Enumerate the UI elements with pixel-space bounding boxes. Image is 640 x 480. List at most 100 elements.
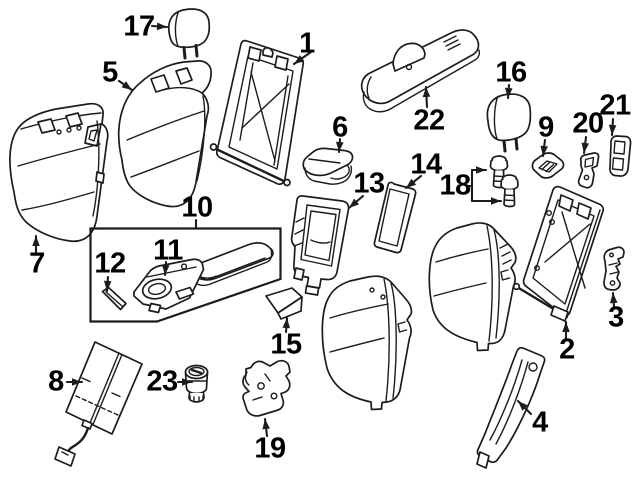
callout-label-23-lock-knob: 23 (146, 365, 178, 398)
part-1-seatback-frame-drawing (209, 39, 305, 187)
part-19-latch-bracket-drawing (242, 359, 291, 417)
part-1-seatback-frame-drawing-stroke-9 (212, 146, 290, 185)
part-right-seatback-cushion-drawing-stroke-4 (433, 282, 487, 297)
part-8-heater-element-drawing-stroke-2 (75, 395, 121, 417)
callout-label-10-armrest-kit-group: 10 (181, 191, 213, 224)
callout-label-11-cupholder-insert: 11 (153, 234, 183, 267)
part-mid-seatback-cushion-drawing (321, 275, 413, 411)
part-3-side-bracket-drawing-stroke-1 (609, 252, 615, 258)
part-mid-seatback-cushion-drawing-stroke-6 (380, 294, 386, 300)
part-23-lock-knob-drawing-stroke-3 (190, 368, 203, 375)
part-21-clip-bracket-drawing-stroke-1 (613, 140, 626, 155)
callout-label-22-center-armrest-body: 22 (413, 104, 445, 137)
callout-label-9-vented-trim-plate: 9 (538, 111, 554, 144)
part-17-headrest-left-drawing-stroke-1 (174, 10, 180, 48)
part-17-headrest-left-drawing-stroke-0 (167, 8, 211, 49)
part-4-side-bolster-trim-drawing (476, 346, 546, 469)
part-19-latch-bracket-drawing-stroke-1 (257, 382, 265, 390)
part-7-seatback-cushion-outer-drawing-stroke-5 (66, 127, 72, 133)
callout-label-2-seatback-frame-right: 2 (559, 333, 575, 366)
part-11-cupholder-drawing-stroke-1 (146, 266, 197, 278)
callout-label-3-side-bracket-right: 3 (608, 301, 624, 334)
part-14-armrest-bezel-frame-drawing-stroke-0 (373, 181, 417, 254)
part-6-small-pad-drawing-stroke-3 (308, 158, 341, 164)
part-3-side-bracket-drawing-stroke-2 (609, 280, 616, 286)
part-18-mounting-bolts-drawing-stroke-6 (503, 188, 516, 208)
part-4-side-bolster-trim-drawing-stroke-1 (489, 359, 523, 441)
part-6-small-pad-drawing-stroke-2 (330, 164, 350, 180)
group-box-10 (89, 227, 282, 323)
callout-arrowhead-11 (161, 264, 170, 275)
part-17-headrest-left-drawing (167, 8, 211, 60)
part-right-seatback-cushion-drawing-stroke-3 (435, 248, 489, 263)
part-7-seatback-cushion-outer-drawing-stroke-9 (17, 143, 101, 167)
part-11-cupholder-drawing-stroke-3 (147, 282, 167, 296)
part-4-side-bolster-trim-drawing-stroke-2 (495, 361, 529, 445)
part-7-seatback-cushion-outer-drawing-stroke-12 (95, 171, 105, 184)
part-mid-seatback-cushion-drawing-stroke-5 (369, 287, 375, 293)
callout-arrowhead-20 (581, 142, 590, 153)
part-23-lock-knob-drawing (184, 364, 209, 403)
callout-label-7-seatback-cushion-far-left: 7 (29, 247, 45, 280)
part-9-vented-trim-plate-drawing (531, 152, 565, 179)
part-22-center-armrest-body-drawing-stroke-3 (405, 63, 413, 71)
part-7-seatback-cushion-outer-drawing (9, 102, 109, 243)
part-5-seatback-cushion-drawing (117, 60, 212, 208)
part-18-mounting-bolts-drawing-stroke-7 (503, 194, 516, 202)
part-16-headrest-right-drawing (486, 93, 532, 153)
callout-arrowhead-21 (608, 124, 617, 135)
part-1-seatback-frame-drawing-stroke-4 (250, 71, 276, 162)
callout-arrowhead-4 (518, 401, 528, 411)
callout-arrowhead-13 (349, 198, 360, 208)
part-3-side-bracket-drawing-stroke-3 (608, 262, 619, 275)
part-21-clip-bracket-drawing (609, 135, 632, 177)
part-1-seatback-frame-drawing-stroke-6 (247, 46, 262, 62)
callout-arrowhead-12 (103, 280, 112, 291)
part-1-seatback-frame-drawing-stroke-3 (273, 75, 289, 166)
part-mid-seatback-cushion-drawing-stroke-2 (383, 278, 390, 402)
part-2-seatback-frame-right-drawing-stroke-5 (558, 194, 574, 212)
part-19-latch-bracket-drawing-stroke-5 (244, 371, 250, 386)
part-13-armrest-frame-drawing-stroke-1 (300, 204, 341, 267)
part-7-seatback-cushion-outer-drawing-stroke-0 (9, 102, 109, 243)
part-7-seatback-cushion-outer-drawing-stroke-11 (92, 120, 100, 217)
callout-label-20-small-bracket: 20 (572, 107, 604, 140)
part-1-seatback-frame-drawing-stroke-0 (215, 39, 305, 186)
part-2-seatback-frame-right-drawing-stroke-2 (561, 211, 586, 289)
part-7-seatback-cushion-outer-drawing-stroke-3 (65, 112, 83, 128)
part-13-armrest-frame-drawing-stroke-3 (310, 239, 331, 244)
part-8-heater-element-drawing-stroke-3 (81, 377, 121, 398)
part-22-center-armrest-body-drawing-stroke-0 (360, 29, 480, 105)
part-12-trim-strip-drawing-stroke-1 (105, 291, 124, 308)
part-2-seatback-frame-right-drawing-stroke-9 (534, 265, 541, 272)
part-20-small-bracket-drawing-stroke-2 (583, 174, 590, 181)
part-4-side-bolster-trim-drawing-stroke-3 (528, 362, 538, 372)
part-1-seatback-frame-drawing-stroke-11 (283, 178, 291, 187)
callout-label-1-seatback-frame-left: 1 (299, 27, 315, 60)
callout-arrowhead-1 (294, 55, 305, 64)
callout-label-21-clip-bracket: 21 (599, 89, 631, 122)
callout-arrowhead-18 (476, 166, 486, 174)
callout-label-8-heater-element-harness: 8 (48, 365, 64, 398)
part-22-center-armrest-body-drawing (360, 29, 481, 113)
part-5-seatback-cushion-drawing-stroke-3 (175, 67, 193, 85)
callout-arrowhead-18 (491, 197, 501, 205)
callout-label-4-side-bolster-trim: 4 (532, 406, 548, 439)
callout-label-6-small-pad: 6 (332, 111, 348, 144)
callout-arrowhead-17 (156, 22, 167, 31)
part-6-small-pad-drawing (302, 147, 354, 185)
part-mid-seatback-cushion-drawing-stroke-1 (390, 282, 397, 399)
part-7-seatback-cushion-outer-drawing-stroke-1 (20, 112, 102, 130)
part-11-cupholder-drawing-stroke-2 (141, 278, 173, 300)
part-13-armrest-frame-drawing-stroke-6 (293, 267, 305, 281)
part-13-armrest-frame-drawing-stroke-2 (304, 210, 337, 262)
part-7-seatback-cushion-outer-drawing-stroke-4 (56, 129, 62, 135)
part-16-headrest-right-drawing-stroke-0 (486, 93, 532, 142)
part-13-armrest-frame-drawing-stroke-5 (304, 285, 320, 296)
part-23-lock-knob-drawing-stroke-2 (188, 366, 205, 377)
part-7-seatback-cushion-outer-drawing-stroke-2 (37, 118, 56, 134)
callout-label-17-headrest-left: 17 (123, 10, 155, 43)
